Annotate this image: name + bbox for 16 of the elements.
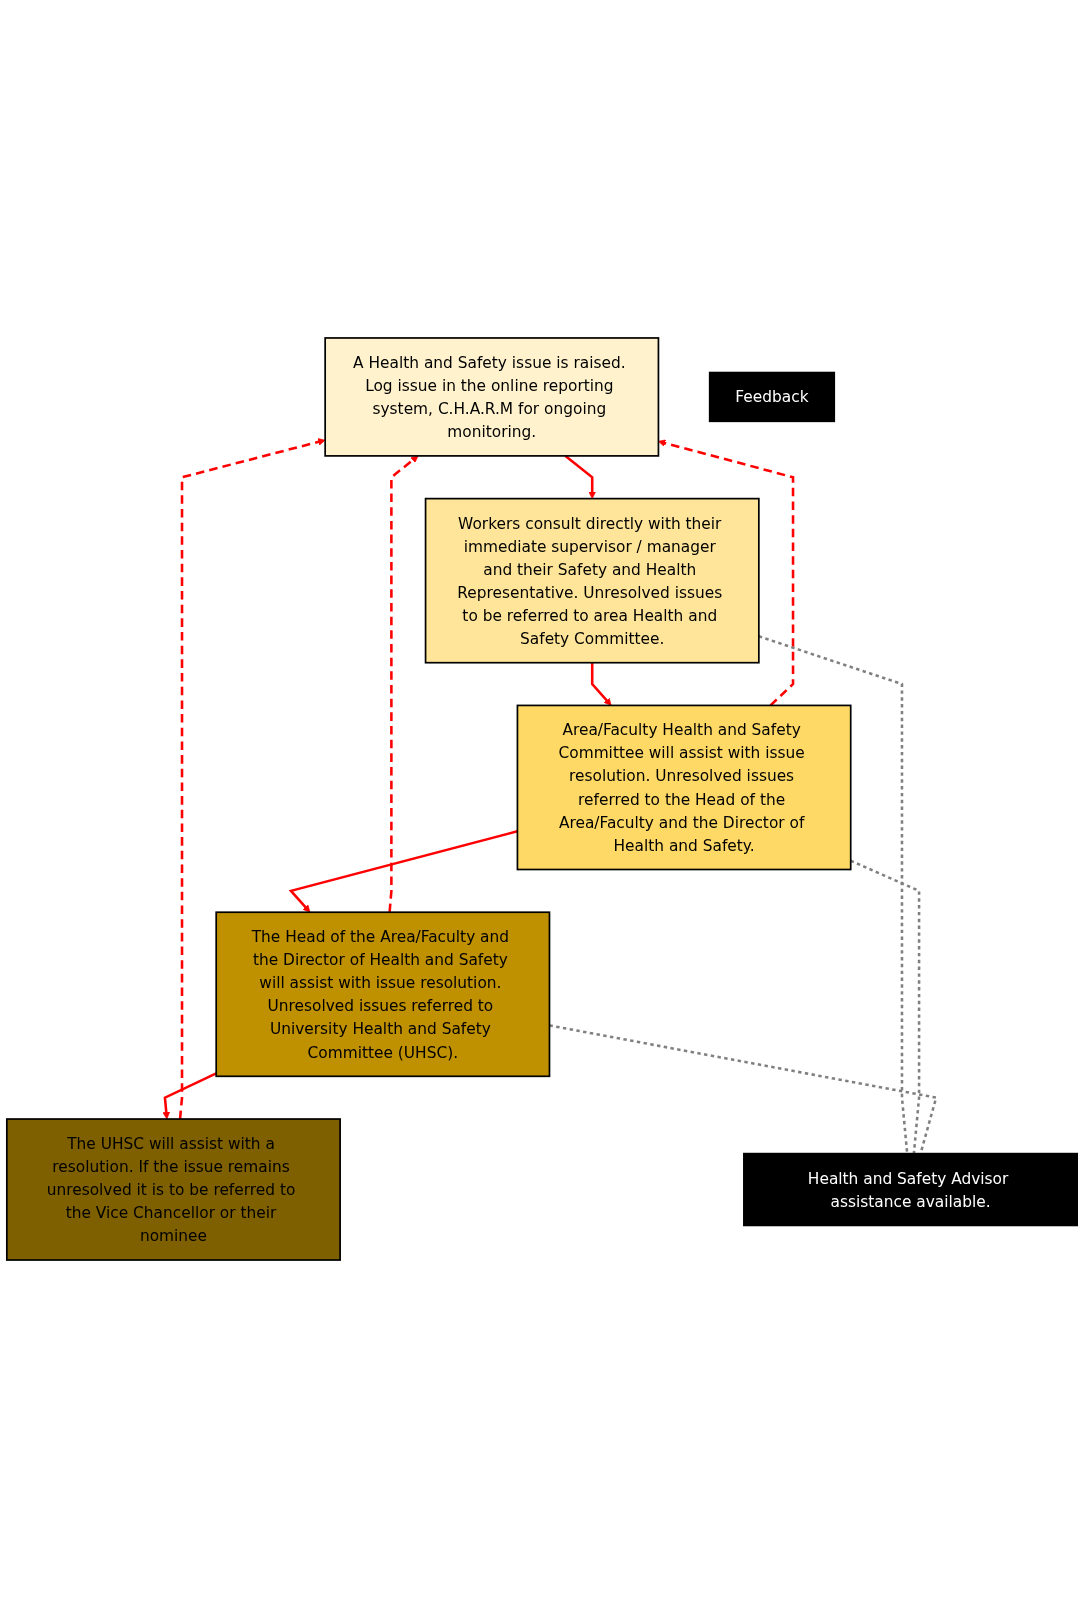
connector (850, 859, 921, 1154)
arrow (178, 438, 326, 1120)
arrow (288, 830, 518, 913)
node-box: Health and Safety Advisor assistance available. (743, 1152, 1078, 1227)
node-box: Area/Faculty Health and Safety Committee will assist with issue resolution. Unresolved issues referred to the Head of the Area/Faculty and the Director of Health and Safety. (516, 704, 852, 871)
arrow (658, 439, 795, 707)
node-box: Feedback (708, 371, 836, 423)
arrow (388, 455, 419, 913)
arrow (162, 1072, 217, 1120)
arrow (564, 454, 596, 499)
node-box: The UHSC will assist with a resolution. If the issue remains unresolved it is to be referred to the Vice Chancellor or their nominee (6, 1118, 341, 1261)
node-box: The Head of the Area/Faculty and the Director of Health and Safety will assist with issue resolution. Unresolved issues referred to University Health and Safety Committee (UHSC). (215, 911, 551, 1078)
node-box: Workers consult directly with their immediate supervisor / manager and their Safety and Health Representative. Unresolved issues to be referred to area Health and Safety Committee. (424, 497, 760, 664)
connector (758, 635, 909, 1154)
arrow (590, 662, 612, 706)
node-box: A Health and Safety issue is raised. Log issue in the online reporting system, C.H.A.R.M for ongoing monitoring. (324, 337, 660, 457)
